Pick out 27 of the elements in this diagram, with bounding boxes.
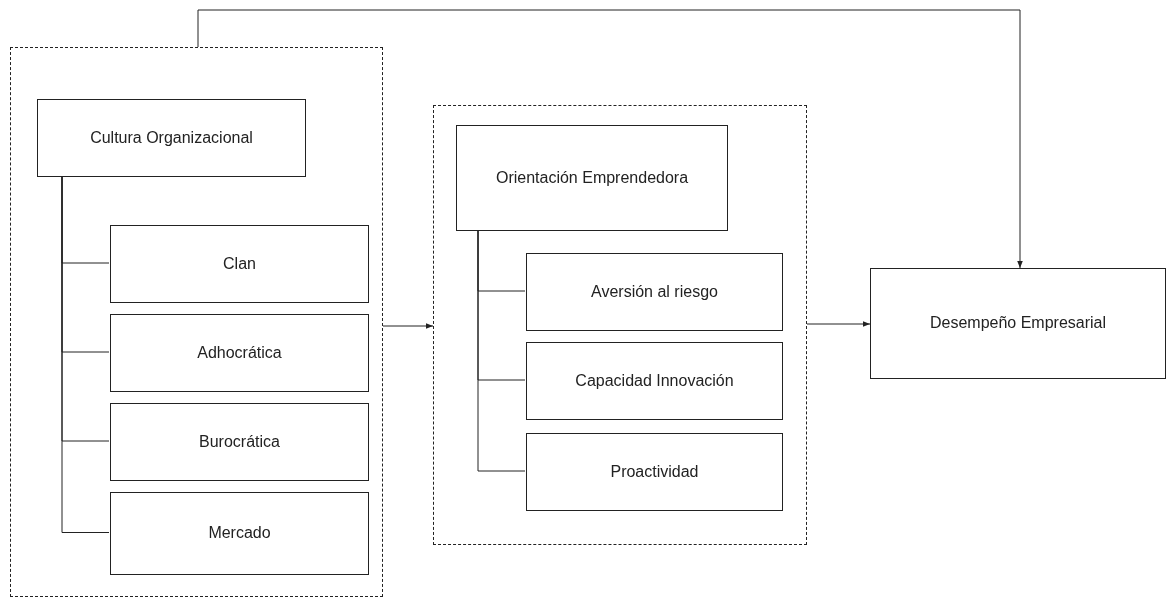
box-label: Proactividad	[609, 461, 700, 482]
box-label: Burocrática	[198, 431, 281, 452]
concept-box	[526, 342, 783, 420]
concept-box	[526, 253, 783, 331]
box-label: Cultura Organizacional	[89, 127, 254, 148]
box-label: Desempeño Empresarial	[928, 313, 1108, 334]
dashed-group-box	[433, 105, 807, 545]
concept-box	[110, 314, 369, 392]
connector-line	[61, 175, 110, 533]
box-label: Mercado	[207, 523, 272, 544]
concept-box	[37, 99, 306, 177]
box-label: Aversión al riesgo	[590, 281, 719, 302]
arrow	[382, 323, 434, 329]
dashed-group-box	[10, 47, 383, 597]
concept-box	[526, 433, 783, 511]
connector-line	[477, 229, 526, 472]
arrow	[197, 9, 1023, 269]
concept-box	[110, 403, 369, 481]
box-label: Adhocrática	[196, 342, 283, 363]
box-label: Orientación Emprendedora	[494, 167, 690, 188]
concept-box	[110, 225, 369, 303]
concept-box	[456, 125, 728, 231]
arrow	[806, 321, 871, 327]
concept-box	[870, 268, 1166, 379]
box-label: Capacidad Innovación	[574, 370, 735, 391]
box-label: Clan	[222, 253, 257, 274]
concept-box	[110, 492, 369, 575]
